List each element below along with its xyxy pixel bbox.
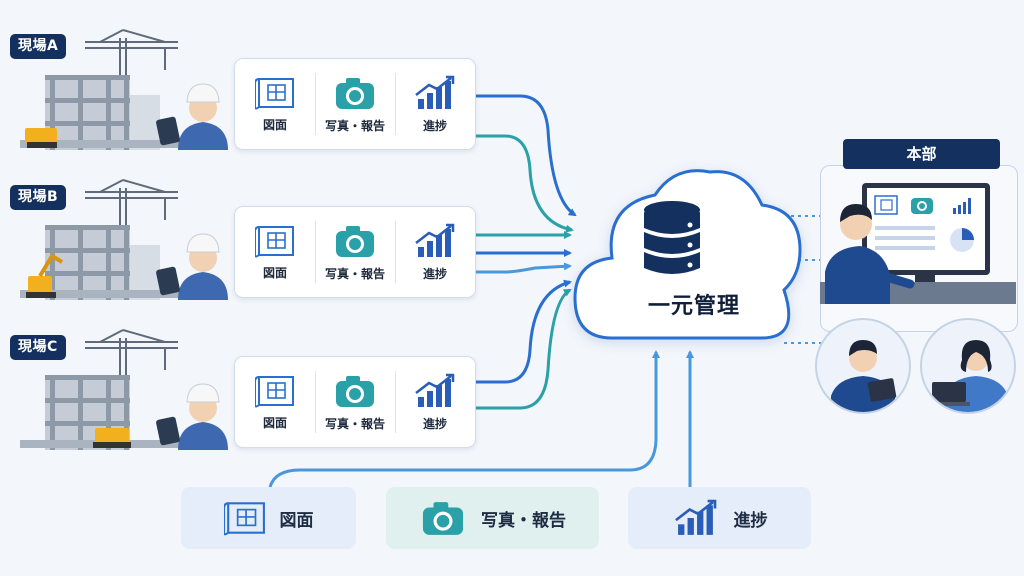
card-item-photo: 写真・報告 bbox=[315, 357, 395, 447]
card-label-photo: 写真・報告 bbox=[324, 266, 385, 281]
arrow-bottom-left bbox=[268, 350, 660, 488]
blueprint-icon bbox=[255, 375, 294, 407]
excavator-icon bbox=[25, 128, 57, 148]
card-item-photo: 写真・報告 bbox=[315, 59, 395, 149]
worker-icon bbox=[156, 83, 228, 150]
card-label-photo: 写真・報告 bbox=[324, 118, 385, 133]
hq-tablet-user bbox=[815, 318, 911, 414]
central-management-label: 一元管理 bbox=[647, 294, 740, 319]
progress-chart-icon bbox=[415, 373, 455, 407]
site-b-badge: 現場B bbox=[10, 185, 67, 210]
card-label-drawing: 図面 bbox=[262, 117, 287, 132]
building-frame-icon bbox=[20, 225, 210, 300]
card-label-progress: 進捗 bbox=[422, 266, 447, 281]
bottom-box-drawing: 図面 bbox=[181, 487, 356, 549]
site-a-badge: 現場A bbox=[10, 34, 67, 59]
worker-icon bbox=[156, 383, 228, 450]
progress-chart-icon bbox=[415, 223, 455, 257]
card-item-progress: 進捗 bbox=[395, 59, 475, 149]
worker-icon bbox=[156, 233, 228, 300]
card-label-drawing: 図面 bbox=[262, 265, 287, 280]
card-label-photo: 写真・報告 bbox=[324, 416, 385, 431]
blueprint-icon bbox=[255, 77, 294, 109]
hq-laptop-user bbox=[920, 318, 1016, 414]
monitor-blueprint-icon bbox=[874, 195, 898, 215]
tablet-user-icon bbox=[831, 340, 897, 412]
card-item-progress: 進捗 bbox=[395, 357, 475, 447]
hq-worker-icon bbox=[825, 204, 915, 304]
site-a-scene bbox=[20, 29, 228, 150]
blueprint-icon bbox=[223, 502, 265, 536]
progress-chart-icon bbox=[674, 499, 716, 535]
card-label-progress: 進捗 bbox=[422, 118, 447, 133]
bottom-label-drawing: 図面 bbox=[279, 510, 314, 531]
card-item-drawing: 図面 bbox=[235, 357, 315, 447]
card-item-photo: 写真・報告 bbox=[315, 207, 395, 297]
camera-icon bbox=[336, 225, 374, 257]
bottom-box-photo: 写真・報告 bbox=[386, 487, 599, 549]
bottom-label-photo: 写真・報告 bbox=[481, 510, 566, 531]
blueprint-icon bbox=[255, 225, 294, 257]
card-item-progress: 進捗 bbox=[395, 207, 475, 297]
arrow-c-blue bbox=[474, 279, 572, 384]
laptop-user-icon bbox=[928, 340, 1008, 412]
card-label-progress: 進捗 bbox=[422, 416, 447, 431]
monitor-camera-icon bbox=[911, 198, 933, 214]
arrow-b-light bbox=[474, 262, 572, 274]
bulldozer-icon bbox=[93, 428, 131, 448]
hq-badge: 本部 bbox=[843, 139, 1000, 169]
camera-icon bbox=[422, 502, 464, 535]
site-c-badge: 現場C bbox=[10, 335, 66, 360]
bottom-label-progress: 進捗 bbox=[733, 510, 768, 531]
database-icon bbox=[644, 201, 700, 274]
monitor-pie-icon bbox=[962, 228, 974, 240]
arrow-a-blue bbox=[474, 94, 577, 217]
site-b-scene bbox=[20, 179, 228, 300]
monitor-chart-icon bbox=[953, 198, 971, 214]
camera-icon bbox=[336, 77, 374, 109]
construction-sites-illustration bbox=[20, 29, 228, 450]
card-item-drawing: 図面 bbox=[235, 59, 315, 149]
building-frame-icon bbox=[20, 75, 210, 150]
arrow-c-teal bbox=[474, 288, 572, 410]
site-c-card: 図面 写真・報告 進捗 bbox=[234, 356, 476, 448]
site-b-card: 図面 写真・報告 進捗 bbox=[234, 206, 476, 298]
camera-icon bbox=[336, 375, 374, 407]
excavator-icon bbox=[26, 253, 64, 298]
site-a-card: 図面 写真・報告 進捗 bbox=[234, 58, 476, 150]
arrow-a-teal bbox=[474, 134, 574, 233]
card-item-drawing: 図面 bbox=[235, 207, 315, 297]
hq-office-illustration bbox=[820, 183, 1016, 304]
card-label-drawing: 図面 bbox=[262, 415, 287, 430]
progress-chart-icon bbox=[415, 75, 455, 109]
site-c-scene bbox=[20, 329, 228, 450]
bottom-box-progress: 進捗 bbox=[628, 487, 811, 549]
